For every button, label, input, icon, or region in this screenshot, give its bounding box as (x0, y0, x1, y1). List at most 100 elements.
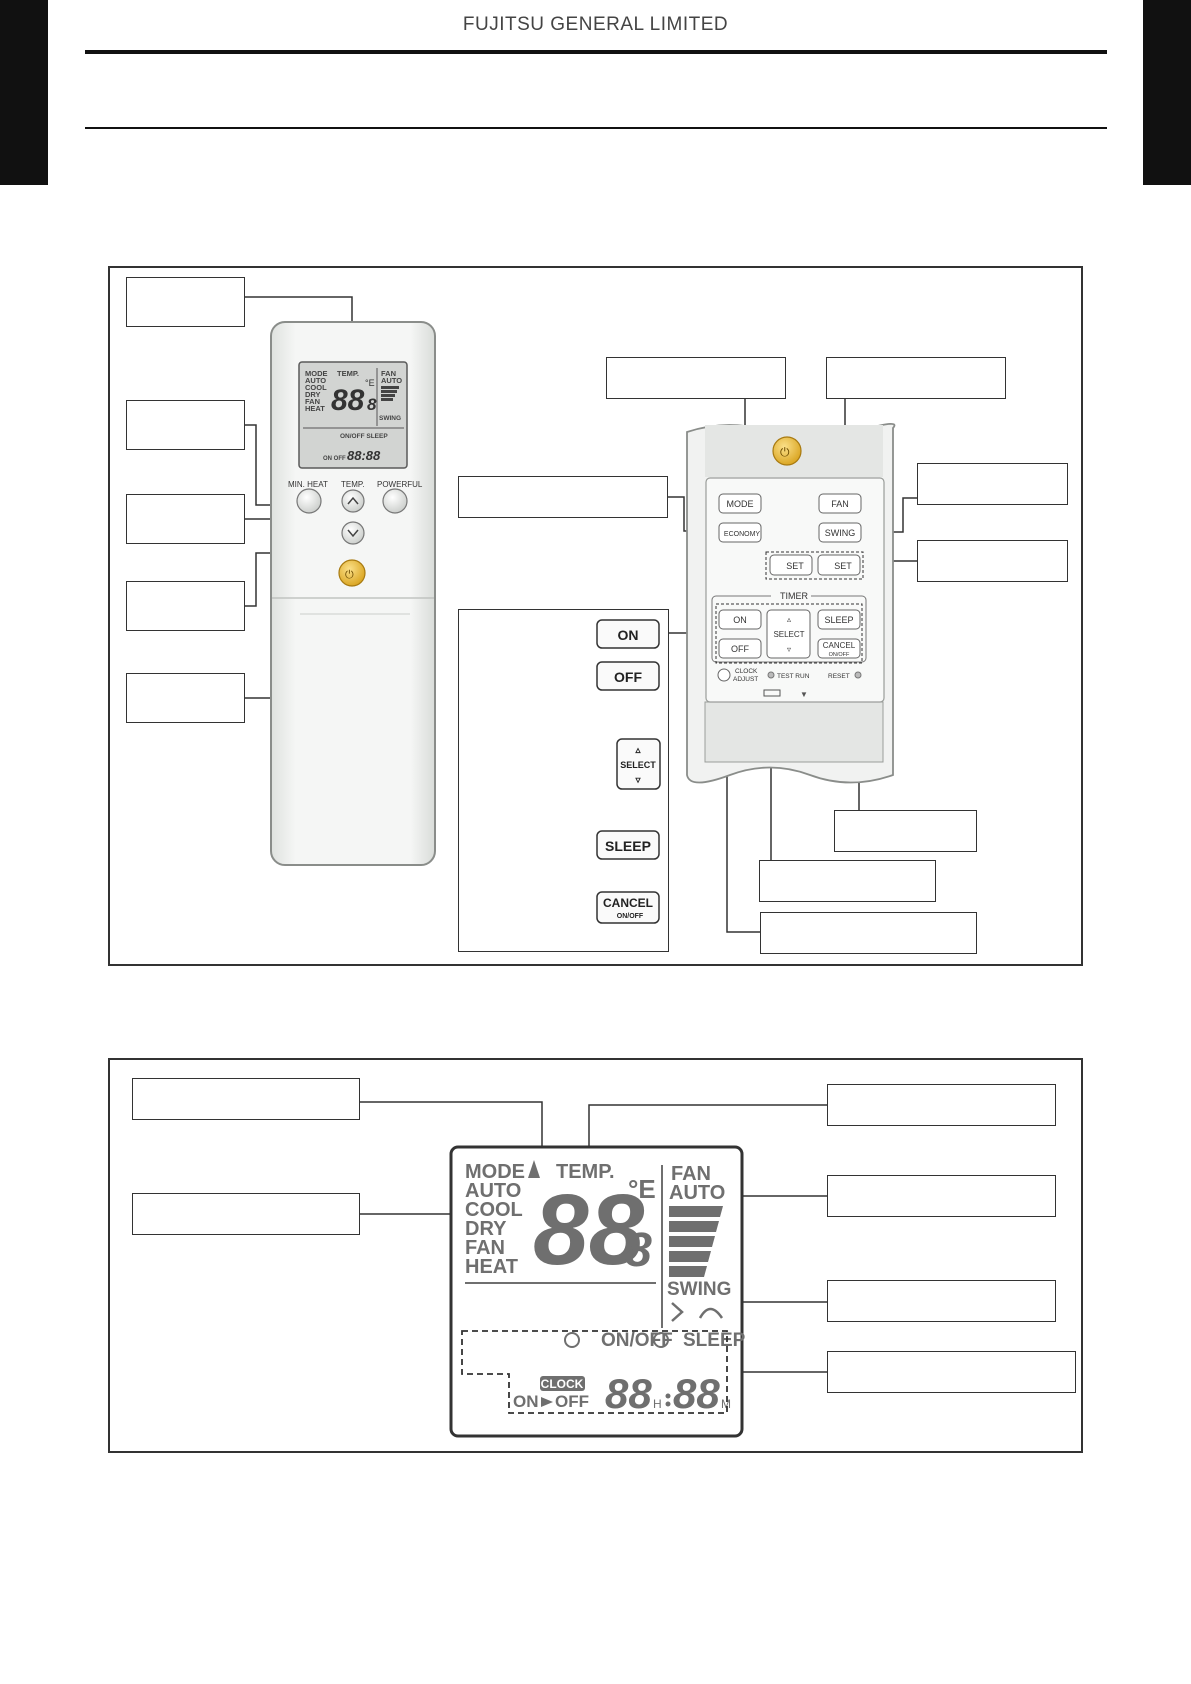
lcd-time: 88:88 (347, 448, 381, 463)
callout-operation-mode (132, 1193, 360, 1235)
display-dry: DRY (465, 1218, 507, 1240)
mode-button[interactable] (718, 493, 762, 514)
legend-select-label: SELECT (620, 760, 656, 770)
display-timer-sleep: SLEEP (683, 1330, 746, 1351)
swing-button[interactable] (818, 522, 862, 543)
display-fan: FAN (465, 1237, 505, 1259)
chevron-down-icon (347, 529, 359, 538)
timer-on-button[interactable] (718, 609, 762, 630)
display-fan-bars (669, 1206, 723, 1277)
lcd-cool: COOL (305, 383, 327, 392)
callout-swing-display (827, 1280, 1056, 1322)
start-stop-button[interactable] (338, 559, 366, 587)
reset-button[interactable] (854, 671, 862, 679)
cancel-button-sub: ON/OFF (829, 652, 850, 658)
display-fan-auto: AUTO (669, 1182, 725, 1204)
select-up-icon: ▵ (787, 615, 791, 624)
clock-adjust-button[interactable] (717, 668, 731, 682)
time-colon-bottom (665, 1401, 671, 1407)
callout-powerful (126, 581, 245, 631)
set-horizontal-button[interactable] (769, 554, 813, 576)
lcd-digits: 88 (331, 384, 365, 417)
lcd-display-large: MODE AUTO COOL DRY FAN HEAT TEMP. FAN AU… (449, 1145, 746, 1438)
remote-lcd (298, 361, 408, 469)
timer-on-label: ON (733, 615, 747, 625)
clock-adjust-label-2: ADJUST (733, 676, 758, 683)
cancel-button-label: CANCEL (823, 641, 856, 650)
display-hours: 88 (605, 1370, 652, 1417)
lcd-fan-bars (381, 386, 399, 401)
lcd-mode: MODE (305, 369, 328, 378)
set-vertical-button[interactable] (817, 554, 861, 576)
lcd-fan: FAN (305, 397, 320, 406)
battery-arrow-icon: ▼ (800, 690, 808, 699)
display-temp: TEMP. (556, 1161, 615, 1183)
lcd-unit: °E (365, 378, 375, 388)
timer-dashed-outline (715, 603, 863, 664)
cancel-button[interactable] (817, 638, 861, 659)
timer-area-outline (461, 1330, 728, 1414)
header-rule-thin (85, 127, 1107, 129)
swing-button-label: SWING (825, 528, 856, 538)
test-run-label: TEST RUN (777, 673, 810, 680)
timer-off-button[interactable] (718, 638, 762, 659)
display-heat: HEAT (465, 1256, 518, 1278)
sleep-button[interactable] (817, 609, 861, 630)
label-powerful: POWERFUL (377, 480, 423, 489)
display-swing: SWING (667, 1279, 731, 1300)
callout-temperature (827, 1084, 1056, 1126)
display-m: M (721, 1397, 731, 1411)
lcd-temp: TEMP. (337, 369, 359, 378)
label-temp: TEMP. (341, 480, 364, 489)
legend-cancel-label: CANCEL (603, 896, 653, 910)
select-button-label: SELECT (773, 630, 804, 639)
display-mode: MODE (465, 1161, 525, 1183)
display-decimal: 8 (625, 1224, 652, 1277)
temp-up-button[interactable] (341, 489, 365, 513)
display-cool: COOL (465, 1199, 523, 1221)
clock-badge (540, 1376, 585, 1391)
mode-button-label: MODE (727, 499, 754, 509)
min-heat-button[interactable] (296, 488, 322, 514)
reset-label: RESET (828, 673, 850, 680)
remote-front: MODE AUTO COOL DRY FAN HEAT TEMP. FAN AU… (270, 321, 436, 866)
display-bezel (449, 1145, 744, 1438)
test-run-button[interactable] (767, 671, 775, 679)
economy-button[interactable] (718, 522, 762, 543)
callout-display (126, 277, 245, 327)
legend-select-up-icon: ▵ (634, 745, 641, 756)
select-button[interactable] (766, 609, 811, 659)
legend-off-button (596, 661, 660, 691)
label-min-heat: MIN. HEAT (288, 480, 328, 489)
section-tab-left (0, 0, 48, 185)
page-header: FUJITSU GENERAL LIMITED (462, 14, 729, 35)
timer-off-label: OFF (731, 644, 749, 654)
battery-icon (763, 689, 781, 697)
chevron-up-icon (347, 496, 359, 505)
remote-panel: ⏻ MODE FAN ECONOMY SWING SET SET TIMER O… (686, 422, 896, 784)
lcd-fan-auto: AUTO (381, 376, 402, 385)
powerful-button[interactable] (382, 488, 408, 514)
legend-cancel-sub: ON/OFF (617, 913, 644, 920)
clock-badge-label: CLOCK (541, 1377, 584, 1391)
temp-down-button[interactable] (341, 521, 365, 545)
power-icon: ⏻ (345, 569, 354, 581)
swing-horizontal-icon (698, 1307, 724, 1319)
timer-sleep-clock-icon (653, 1332, 669, 1348)
callout-mode (606, 357, 786, 399)
callout-swing (917, 463, 1068, 505)
panel-power-icon: ⏻ (780, 445, 790, 459)
legend-cancel-button (596, 891, 660, 924)
lcd-decimal: 8 (367, 395, 377, 414)
set-group-outline (765, 551, 864, 580)
lcd-on-off: ON OFF (323, 456, 346, 462)
panel-start-stop-button[interactable] (772, 436, 802, 466)
timer-legend: ON OFF ▵ SELECT ▿ SLEEP CANCEL ON/OFF (596, 619, 661, 924)
callout-fan (826, 357, 1006, 399)
sleep-button-label: SLEEP (824, 615, 853, 625)
lcd-timer-modes: ON/OFF SLEEP (340, 433, 388, 440)
display-minutes: 88 (673, 1370, 720, 1417)
display-h: H (653, 1397, 662, 1411)
fan-button[interactable] (818, 493, 862, 514)
